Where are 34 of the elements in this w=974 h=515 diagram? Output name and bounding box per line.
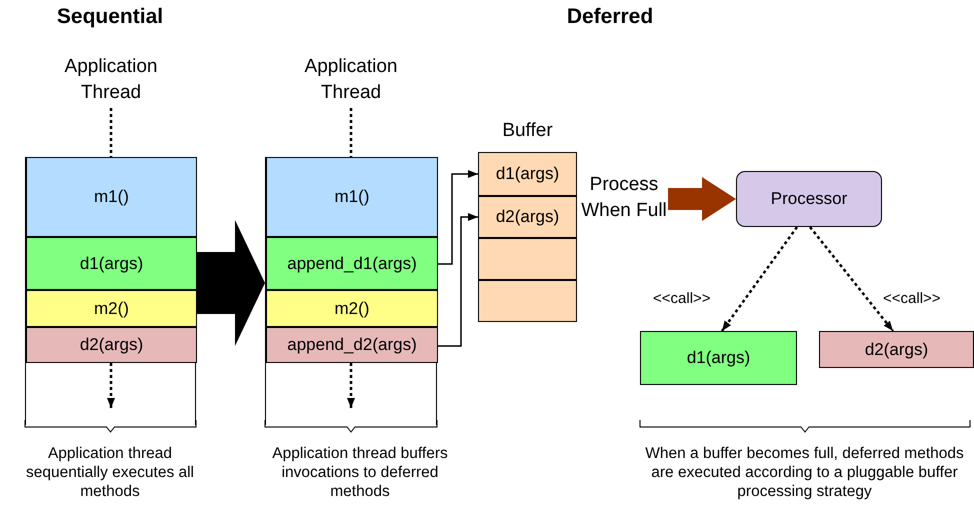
stack-frame: d2(args)	[26, 327, 197, 363]
stack-frame: append_d1(args)	[266, 237, 438, 290]
caption-text: Application thread buffers invocations to deferred methods	[271, 444, 449, 501]
buffer-slot: d1(args)	[478, 152, 577, 196]
caption-text: When a buffer becomes full, deferred methods are executed according to a pluggable buffer processing strategy	[644, 444, 965, 501]
buffer-slot: d2(args)	[478, 196, 577, 238]
trigger-label: Process When Full	[580, 158, 668, 238]
arrow	[437, 170, 478, 265]
caption-text: Application thread sequentially executes all methods	[24, 444, 196, 501]
buffer-heading: Buffer	[501, 120, 554, 142]
call-stack	[25, 157, 196, 425]
call-stack	[265, 157, 437, 425]
thread-label: Application Thread	[55, 52, 167, 108]
arrow	[437, 213, 478, 347]
block-arrow	[668, 177, 736, 221]
arrow	[107, 363, 115, 408]
method-box: d2(args)	[819, 331, 974, 368]
processor-box: Processor	[736, 171, 882, 227]
buffer-slot	[478, 238, 577, 280]
stack-frame: d1(args)	[26, 237, 197, 290]
stack-frame: m2()	[26, 290, 197, 327]
section-heading: Sequential	[56, 4, 164, 30]
block-arrow	[196, 220, 265, 346]
method-box: d1(args)	[640, 331, 797, 385]
stack-frame: append_d2(args)	[266, 327, 438, 363]
stack-frame: m1()	[266, 157, 438, 237]
arrow	[347, 363, 355, 408]
thread-label: Application Thread	[295, 52, 407, 108]
arrow	[720, 226, 798, 332]
stack-frame: m1()	[26, 157, 197, 237]
arrow	[809, 226, 894, 332]
buffer-slot	[478, 280, 577, 322]
section-heading: Deferred	[566, 4, 654, 30]
stack-frame: m2()	[266, 290, 438, 327]
